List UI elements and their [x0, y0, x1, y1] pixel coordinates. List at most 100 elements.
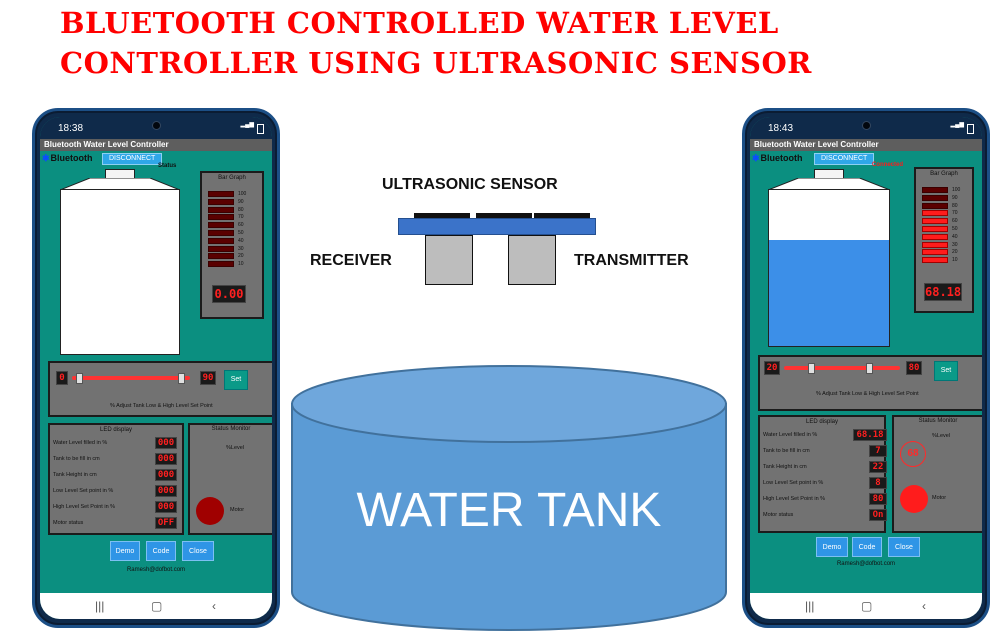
- bar-graph-tick-label: 90: [952, 194, 958, 201]
- led-row-label: High Level Set Point in %: [53, 504, 116, 510]
- bar-graph-segment: [922, 241, 948, 248]
- recent-apps-icon[interactable]: |||: [95, 599, 105, 613]
- sensor-board: [398, 218, 596, 235]
- level-label: %Level: [226, 445, 245, 451]
- bar-graph-tick-label: 40: [238, 237, 244, 244]
- bar-graph-tick-label: 60: [952, 218, 958, 225]
- led-row-value: OFF: [155, 517, 177, 529]
- close-button[interactable]: Close: [182, 541, 214, 561]
- led-row: Low Level Set point in %8: [763, 477, 891, 491]
- slider-high-value: 80: [906, 361, 922, 375]
- motor-label: Motor: [230, 507, 245, 513]
- led-row-label: Motor status: [53, 520, 84, 526]
- water-tank-illustration: WATER TANK: [291, 365, 727, 631]
- battery-icon: [257, 124, 264, 134]
- led-row: Water Level filled in %68.18: [763, 429, 891, 443]
- tank-graphic: [60, 169, 180, 355]
- led-display-title: LED display: [805, 419, 838, 425]
- bar-graph-tick-label: 90: [238, 198, 244, 205]
- led-row-value: 000: [155, 453, 177, 465]
- camera-icon: [862, 121, 871, 130]
- status-monitor-title: Status Monitor: [918, 418, 958, 424]
- home-icon[interactable]: ▢: [151, 599, 163, 613]
- app-title: Bluetooth Water Level Controller: [40, 139, 272, 151]
- slider-high-value: 90: [200, 371, 216, 385]
- led-row-value: 000: [155, 437, 177, 449]
- led-row: High Level Set Point in % 000: [53, 501, 181, 515]
- led-row-value: 8: [869, 477, 887, 489]
- slider-low-value: 20: [764, 361, 780, 375]
- bar-graph-title: Bar Graph: [218, 175, 246, 181]
- led-display-panel: LED display Water Level filled in %68.18…: [758, 415, 887, 533]
- status-monitor-panel: Status Monitor %Level Motor: [188, 423, 272, 535]
- slider-low-value: 0: [56, 371, 68, 385]
- headline-line-2: CONTROLLER USING ULTRASONIC SENSOR: [60, 46, 812, 80]
- demo-button[interactable]: Demo: [110, 541, 140, 561]
- recent-apps-icon[interactable]: |||: [805, 599, 815, 613]
- bar-graph-segment: [922, 194, 948, 201]
- bar-graph-tick-label: 30: [952, 241, 958, 248]
- level-ring: 68: [900, 441, 926, 467]
- level-label: %Level: [932, 433, 951, 439]
- tank-graphic: [768, 169, 890, 347]
- motor-indicator: [196, 497, 224, 525]
- slider-high-handle[interactable]: [178, 373, 185, 384]
- set-button[interactable]: Set: [934, 361, 958, 381]
- status-monitor-title: Status Monitor: [211, 426, 251, 432]
- setpoint-panel: 20 80 Set % Adjust Tank Low & High Level…: [758, 355, 982, 411]
- led-row-value: 000: [155, 501, 177, 513]
- connection-status: Status: [158, 163, 177, 169]
- tank-body: [768, 189, 890, 347]
- signal-icon: ▂▄▆: [240, 122, 254, 128]
- bar-graph-segment: [208, 222, 234, 229]
- bar-graph-tick-label: 20: [952, 249, 958, 256]
- bar-graph-tick-label: 50: [952, 225, 958, 232]
- slider-low-handle[interactable]: [76, 373, 83, 384]
- demo-button[interactable]: Demo: [816, 537, 848, 557]
- bar-graph-title: Bar Graph: [930, 171, 958, 177]
- bar-graph-segment: [922, 257, 948, 264]
- bar-graph-segment: [208, 198, 234, 205]
- setpoint-slider[interactable]: [784, 366, 900, 370]
- bar-graph-tick-label: 10: [952, 257, 958, 264]
- tank-shoulder: [768, 178, 890, 190]
- back-icon[interactable]: ‹: [212, 599, 216, 613]
- phone-left: 18:38 ▂▄▆ Bluetooth Water Level Controll…: [32, 108, 280, 628]
- bar-graph-tick-label: 70: [238, 214, 244, 221]
- back-icon[interactable]: ‹: [922, 599, 926, 613]
- tank-shoulder: [60, 178, 180, 190]
- set-button[interactable]: Set: [224, 370, 248, 390]
- led-row-value: 80: [869, 493, 887, 505]
- bar-graph-tick-label: 30: [238, 245, 244, 252]
- bar-graph-segment: [208, 214, 234, 221]
- bar-graph-tick-label: 100: [238, 191, 247, 197]
- slider-high-handle[interactable]: [866, 363, 873, 374]
- receiver-label: RECEIVER: [310, 252, 392, 269]
- slider-caption: % Adjust Tank Low & High Level Set Point: [110, 403, 213, 409]
- home-icon[interactable]: ▢: [861, 599, 873, 613]
- setpoint-slider[interactable]: [72, 376, 190, 380]
- level-display: 0.00: [212, 285, 246, 303]
- led-row: High Level Set Point in %80: [763, 493, 891, 507]
- led-row: Low Level Set point in %000: [53, 485, 181, 499]
- water-tank-label: WATER TANK: [357, 484, 662, 537]
- close-button[interactable]: Close: [888, 537, 920, 557]
- led-row-value: 68.18: [853, 429, 887, 441]
- slider-low-handle[interactable]: [808, 363, 815, 374]
- tank-body: [60, 189, 180, 355]
- disconnect-button[interactable]: DISCONNECT: [814, 153, 875, 165]
- bar-graph-tick-label: 80: [952, 202, 958, 209]
- sensor-chip: [414, 213, 470, 218]
- led-row-label: Water Level filled in %: [53, 440, 108, 446]
- code-button[interactable]: Code: [852, 537, 882, 557]
- android-nav-bar: ||| ▢ ‹: [750, 593, 982, 619]
- code-button[interactable]: Code: [146, 541, 176, 561]
- disconnect-button[interactable]: DISCONNECT: [102, 153, 163, 165]
